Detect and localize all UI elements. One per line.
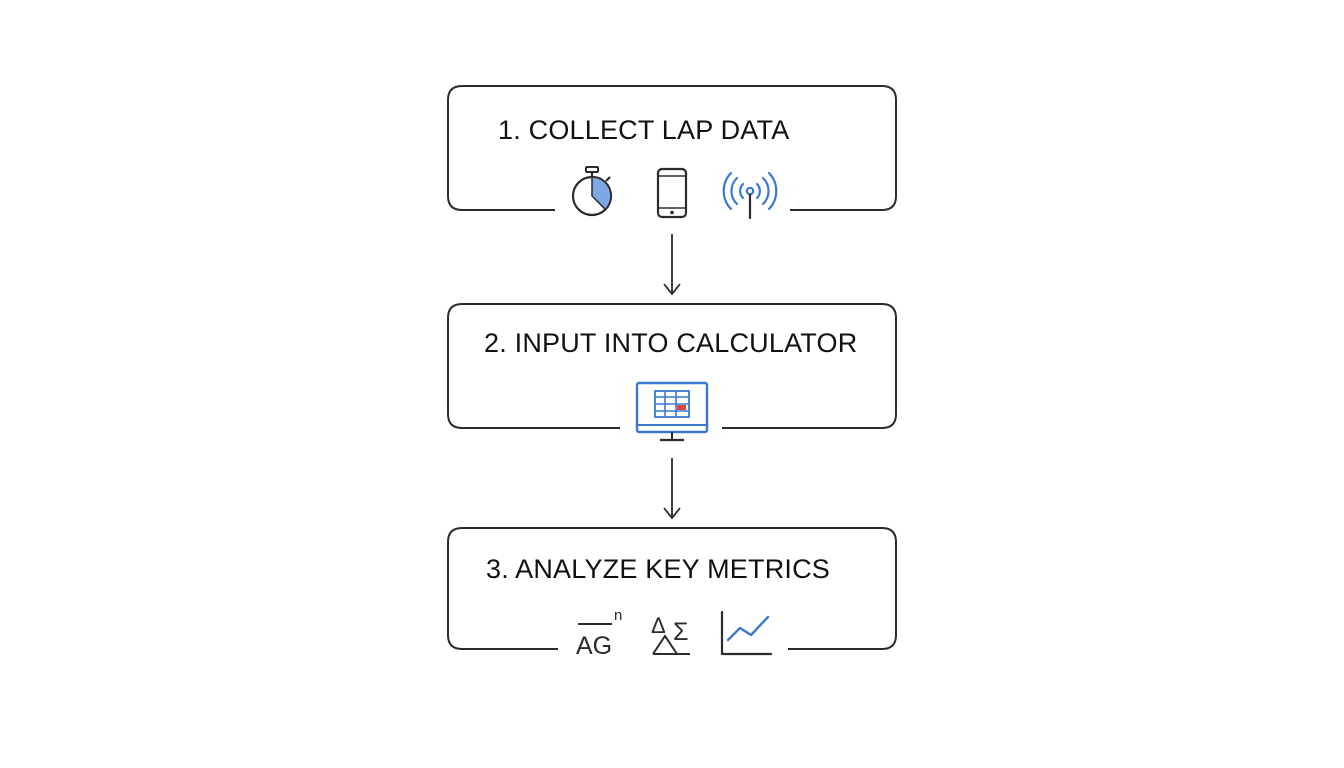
step-2-title: 2. INPUT INTO CALCULATOR: [484, 328, 858, 358]
arrow-1-to-2: [663, 234, 681, 296]
line-chart-icon: [720, 610, 773, 656]
stopwatch-icon: [571, 166, 613, 217]
delta-sigma-icon: Δ Σ: [651, 613, 690, 655]
step-1-box: [447, 85, 897, 211]
delta-symbol-text: Δ: [651, 613, 666, 638]
sigma-symbol-text: Σ: [673, 618, 688, 646]
arrow-2-to-3: [663, 458, 681, 520]
step-1-title: 1. COLLECT LAP DATA: [498, 115, 790, 145]
step-2-box: [447, 303, 897, 429]
average-symbol-icon: AG n: [576, 607, 622, 660]
spreadsheet-monitor-icon: [635, 381, 709, 442]
step-3-box: [447, 527, 897, 650]
wireless-signal-icon: [722, 171, 778, 220]
smartphone-icon: [656, 167, 688, 219]
average-symbol-text: AG: [576, 632, 612, 660]
step-3-title: 3. ANALYZE KEY METRICS: [486, 554, 831, 584]
exponent-symbol-text: n: [614, 607, 622, 624]
